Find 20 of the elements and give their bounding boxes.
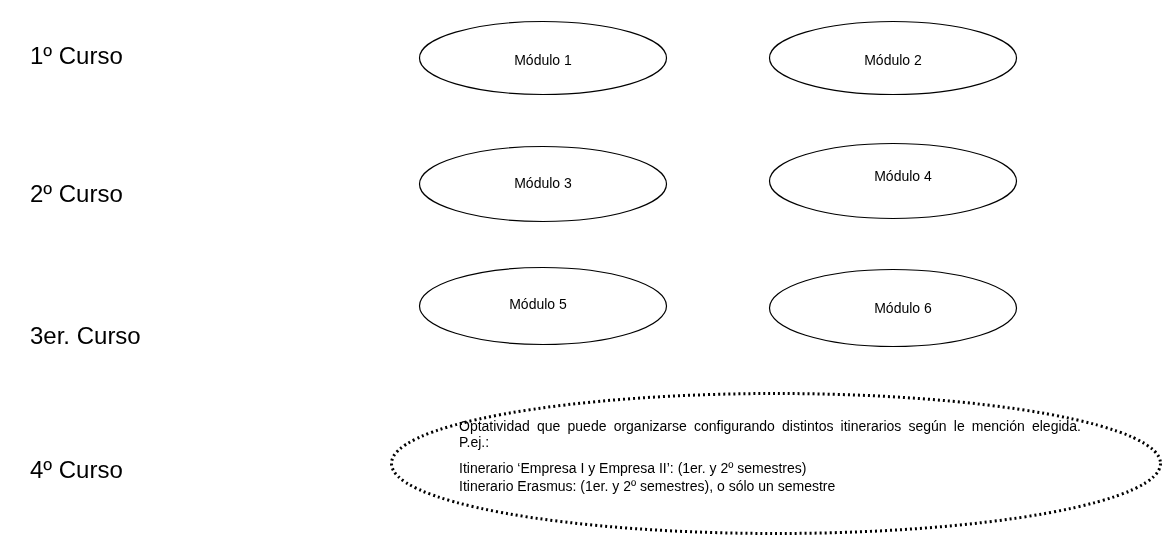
row-label: 2º Curso [30, 180, 123, 208]
module-ellipse [418, 145, 668, 223]
module-label: Módulo 6 [873, 300, 933, 316]
module-label: Módulo 3 [513, 175, 573, 191]
module-label: Módulo 5 [508, 296, 568, 312]
module-ellipse [768, 20, 1018, 96]
module-label: Módulo 2 [863, 52, 923, 68]
paragraph: Optatividad que puede organizarse configurando distintos itinerarios según le mención elegida. P.ej.: [459, 418, 1081, 450]
row-label: 3er. Curso [30, 322, 141, 350]
row-label: 4º Curso [30, 456, 123, 484]
paragraph: Itinerario ‘Empresa I y Empresa II’: (1er. y 2º semestres) [459, 460, 807, 476]
row-label: 1º Curso [30, 42, 123, 70]
module-ellipse [768, 142, 1018, 220]
module-label: Módulo 1 [513, 52, 573, 68]
module-ellipse [768, 268, 1018, 348]
module-ellipse [418, 20, 668, 96]
paragraph: Itinerario Erasmus: (1er. y 2º semestres), o sólo un semestre [459, 478, 836, 494]
module-label: Módulo 4 [873, 168, 933, 184]
dotted-ellipse [390, 392, 1162, 535]
module-ellipse [418, 266, 668, 346]
